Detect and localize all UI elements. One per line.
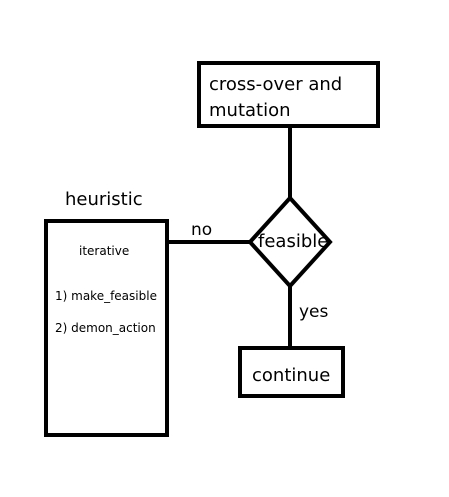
continue-label: continue [252,365,331,386]
continue-box [238,346,345,398]
heuristic-box [44,219,169,437]
heuristic-title: heuristic [65,189,143,210]
crossover-label-line1: cross-over and [209,74,343,95]
crossover-label-line2: mutation [209,100,291,121]
heuristic-step-2: 2) demon_action [55,321,156,335]
heuristic-step-1: 1) make_feasible [55,289,157,303]
heuristic-mode: iterative [79,244,130,258]
yes-edge-label: yes [299,302,329,322]
feasible-label: feasible [258,231,329,252]
crossover-mutation-label: cross-over and mutation [209,72,342,124]
no-edge-label: no [191,220,213,240]
